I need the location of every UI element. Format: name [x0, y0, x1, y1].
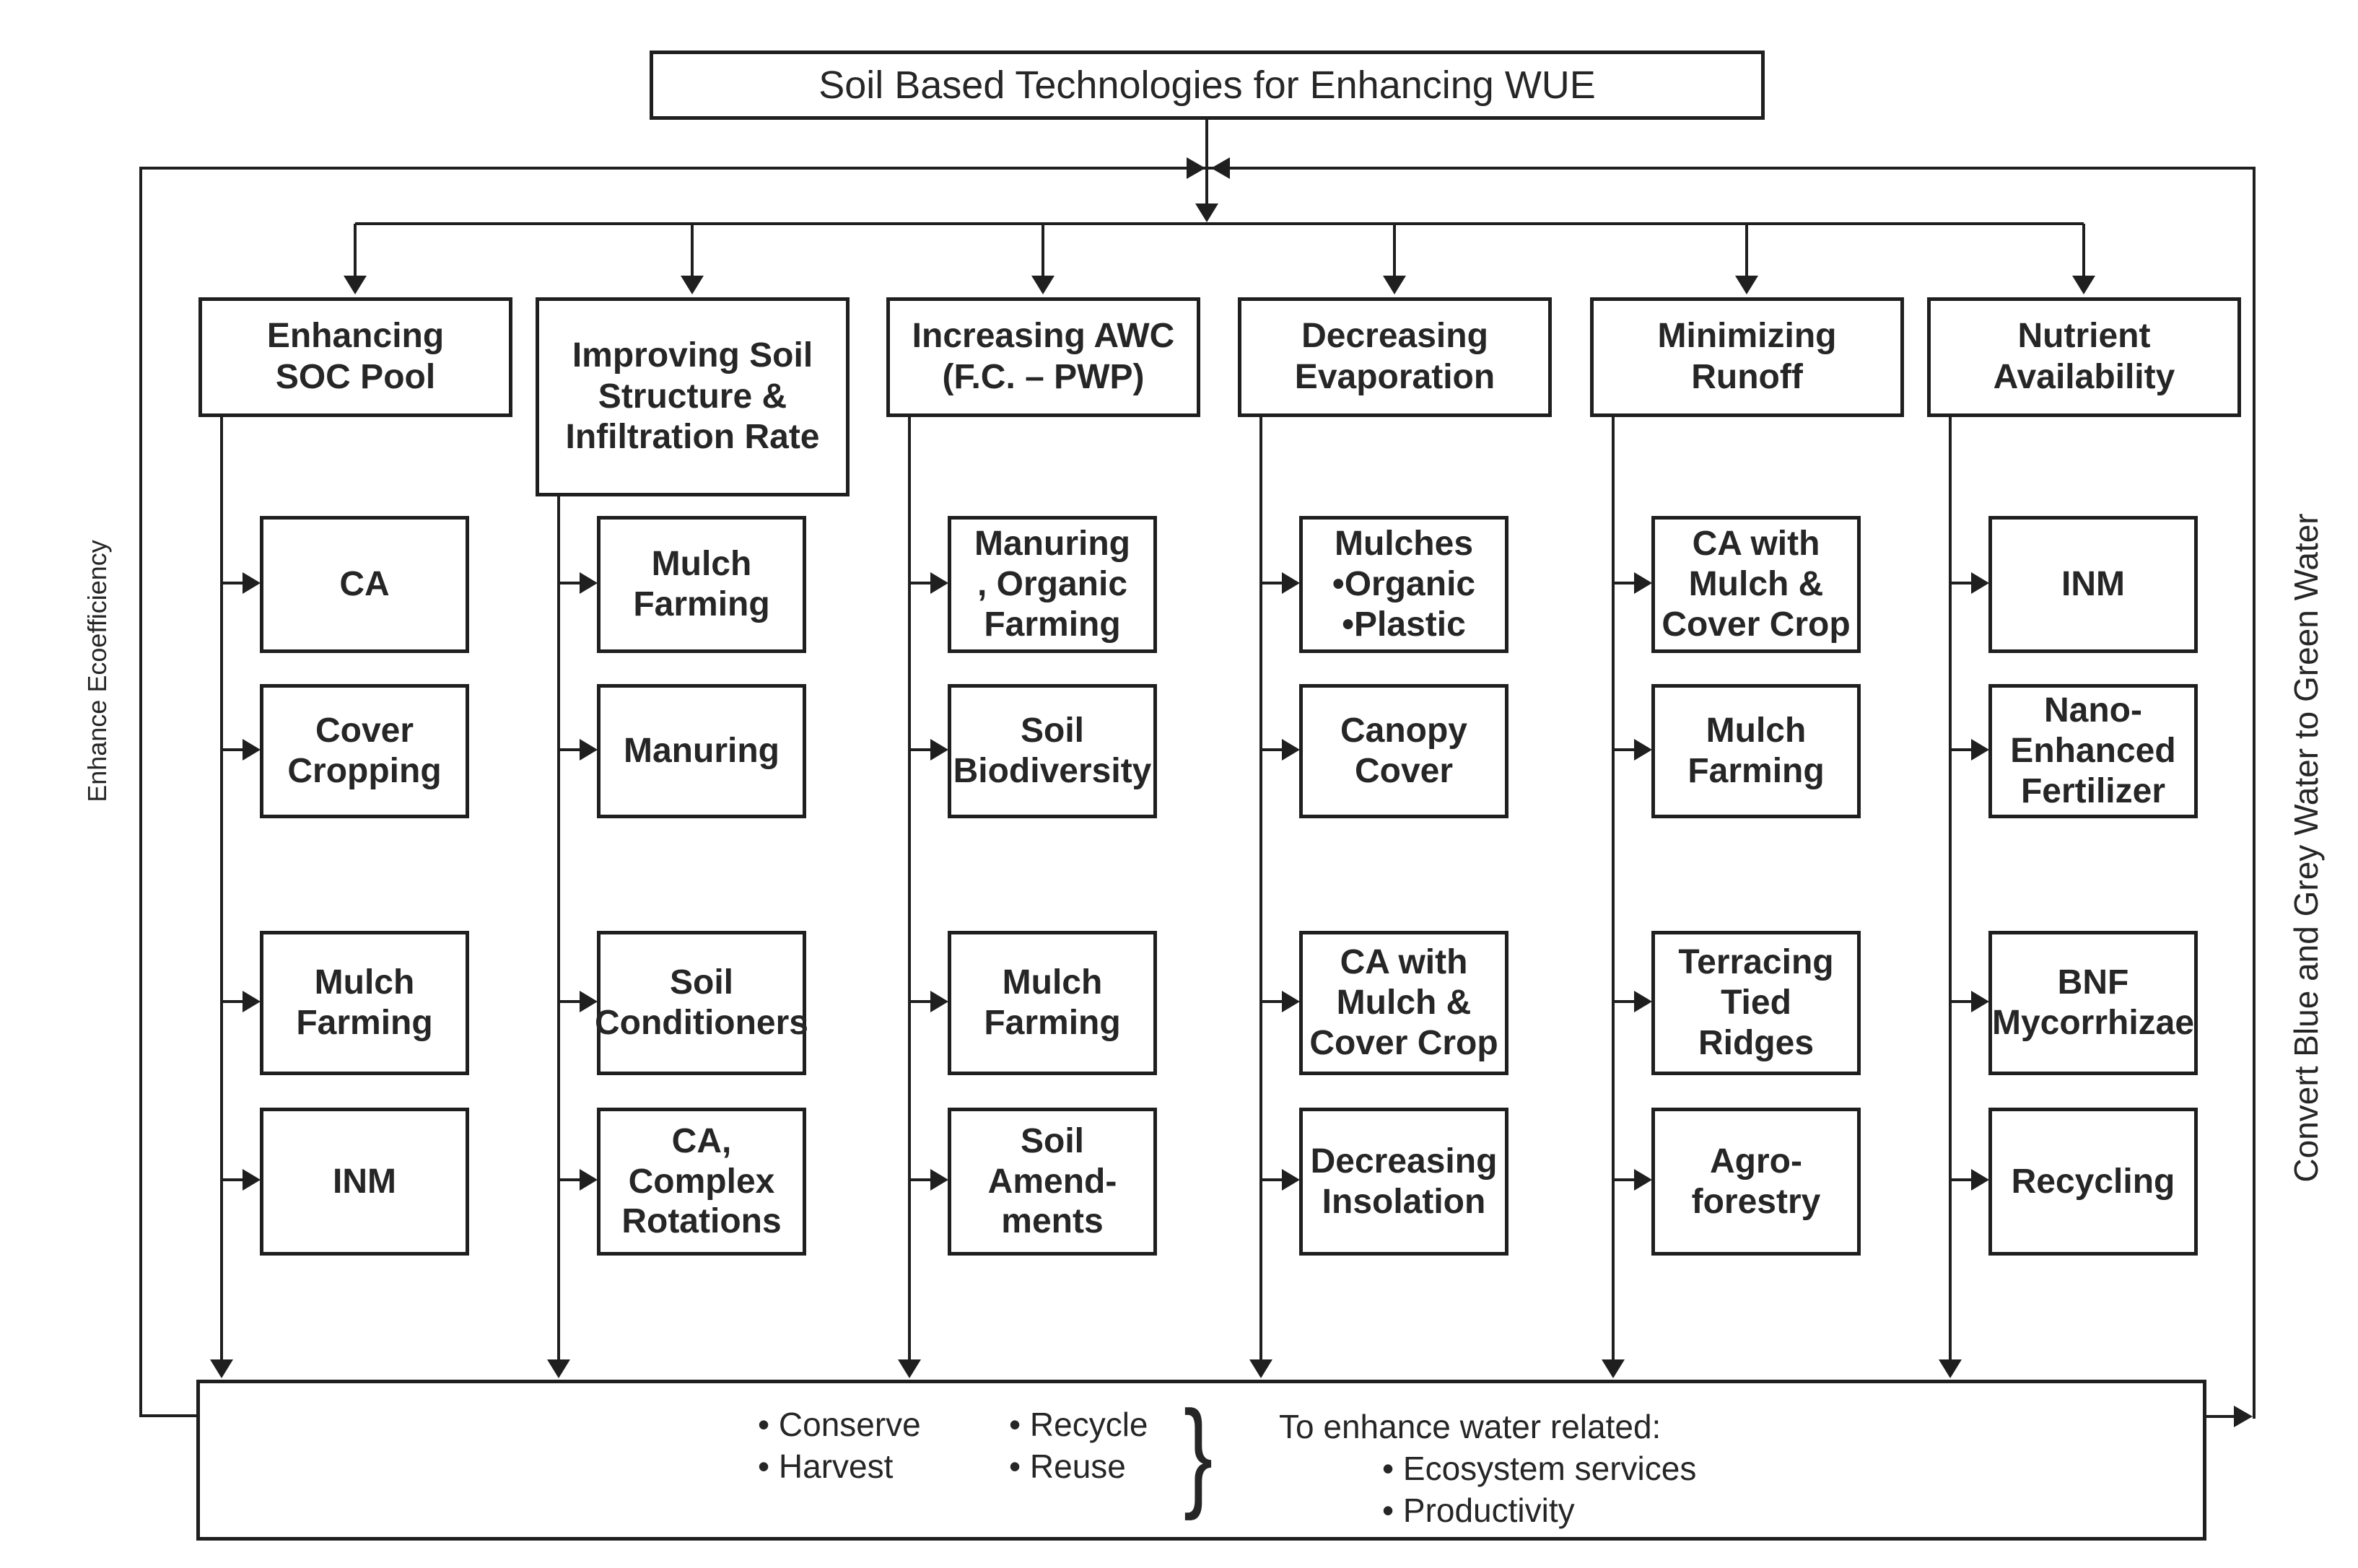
left-side-label: Enhance Ecoefficiency: [82, 540, 112, 802]
column-increasing-awc: Increasing AWC (F.C. – PWP) Manuring , O…: [886, 0, 1200, 1568]
node-c4-r3: CA with Mulch & Cover Crop: [1299, 931, 1508, 1075]
action-bullets-recycle-reuse: • Recycle • Reuse: [1009, 1406, 1148, 1485]
node-c1-r1: CA: [260, 516, 469, 653]
node-c2-r4: CA, Complex Rotations: [597, 1108, 806, 1256]
arrowhead-right-icon: [559, 991, 598, 1012]
outcome-bullets: • Ecosystem services • Productivity: [1382, 1450, 1697, 1529]
node-c5-r3: Terracing Tied Ridges: [1651, 931, 1861, 1075]
column-spine-line: [1939, 417, 1962, 1378]
arrowhead-right-icon: [222, 1169, 261, 1191]
arrowhead-down-icon: [1735, 224, 1758, 294]
node-c3-r1: Manuring , Organic Farming: [948, 516, 1157, 653]
water-management-summary-box: [196, 1380, 2206, 1541]
node-c3-r4: Soil Amend- ments: [948, 1108, 1157, 1256]
column-spine-line: [898, 417, 921, 1378]
node-c5-r1: CA with Mulch & Cover Crop: [1651, 516, 1861, 653]
node-c3-r3: Mulch Farming: [948, 931, 1157, 1075]
column-improving-soil-structure: Improving Soil Structure & Infiltration …: [536, 0, 850, 1568]
node-c6-r4: Recycling: [1988, 1108, 2198, 1256]
column-header: Increasing AWC (F.C. – PWP): [886, 297, 1200, 417]
node-c2-r2: Manuring: [597, 684, 806, 818]
arrowhead-down-icon: [681, 224, 704, 294]
arrowhead-right-icon: [909, 991, 948, 1012]
arrowhead-right-icon: [222, 572, 261, 594]
arrowhead-right-icon: [1613, 991, 1652, 1012]
arrowhead-right-icon: [1950, 991, 1989, 1012]
arrowhead-right-icon: [1261, 572, 1300, 594]
feedback-connector-left: [139, 1414, 199, 1417]
node-c4-r1: Mulches •Organic •Plastic: [1299, 516, 1508, 653]
arrowhead-down-icon: [2072, 224, 2095, 294]
arrowhead-down-icon: [1383, 224, 1406, 294]
column-header: Minimizing Runoff: [1590, 297, 1904, 417]
arrowhead-right-icon: [559, 1169, 598, 1191]
node-c5-r2: Mulch Farming: [1651, 684, 1861, 818]
title-box: Soil Based Technologies for Enhancing WU…: [650, 51, 1765, 120]
arrowhead-right-icon: [909, 739, 948, 761]
arrowhead-left-icon: [1211, 157, 1230, 179]
column-decreasing-evaporation: Decreasing Evaporation Mulches •Organic …: [1238, 0, 1552, 1568]
arrowhead-right-icon: [2234, 1406, 2253, 1427]
node-c1-r2: Cover Cropping: [260, 684, 469, 818]
column-spine-line: [1602, 417, 1625, 1378]
column-enhancing-soc-pool: Enhancing SOC Pool CA Cover Cropping Mul…: [198, 0, 512, 1568]
arrowhead-right-icon: [1187, 157, 1205, 179]
node-c3-r2: Soil Biodiversity: [948, 684, 1157, 818]
column-header: Decreasing Evaporation: [1238, 297, 1552, 417]
arrowhead-right-icon: [559, 572, 598, 594]
column-nutrient-availability: Nutrient Availability INM Nano- Enhanced…: [1927, 0, 2241, 1568]
arrowhead-right-icon: [1950, 572, 1989, 594]
arrowhead-right-icon: [909, 572, 948, 594]
arrowhead-right-icon: [909, 1169, 948, 1191]
node-c5-r4: Agro- forestry: [1651, 1108, 1861, 1256]
node-c4-r4: Decreasing Insolation: [1299, 1108, 1508, 1256]
node-c4-r2: Canopy Cover: [1299, 684, 1508, 818]
feedback-connector-right: [2206, 1415, 2237, 1418]
arrowhead-right-icon: [1613, 1169, 1652, 1191]
node-c6-r2: Nano- Enhanced Fertilizer: [1988, 684, 2198, 818]
outcome-heading: To enhance water related:: [1279, 1408, 1661, 1445]
title-connector-line: [1205, 117, 1208, 205]
action-bullets-conserve-harvest: • Conserve • Harvest: [758, 1406, 921, 1485]
arrowhead-down-icon: [1031, 224, 1054, 294]
arrowhead-right-icon: [559, 739, 598, 761]
arrowhead-right-icon: [1261, 739, 1300, 761]
arrowhead-right-icon: [1261, 1169, 1300, 1191]
column-minimizing-runoff: Minimizing Runoff CA with Mulch & Cover …: [1590, 0, 1904, 1568]
arrowhead-down-icon: [1195, 203, 1218, 222]
node-c2-r3: Soil Conditioners: [595, 931, 808, 1075]
node-c6-r1: INM: [1988, 516, 2198, 653]
column-header: Nutrient Availability: [1927, 297, 2241, 417]
arrowhead-right-icon: [1950, 1169, 1989, 1191]
arrowhead-right-icon: [1950, 739, 1989, 761]
arrowhead-right-icon: [1613, 572, 1652, 594]
column-spine-line: [547, 496, 570, 1378]
distribution-line: [355, 222, 2084, 225]
column-spine-line: [1249, 417, 1272, 1378]
arrowhead-right-icon: [1613, 739, 1652, 761]
arrowhead-right-icon: [222, 739, 261, 761]
right-side-label: Convert Blue and Grey Water to Green Wat…: [2287, 513, 2325, 1183]
node-c1-r4: INM: [260, 1108, 469, 1256]
node-c2-r1: Mulch Farming: [597, 516, 806, 653]
node-c1-r3: Mulch Farming: [260, 931, 469, 1075]
curly-brace-glyph: }: [1183, 1385, 1213, 1521]
arrowhead-right-icon: [1261, 991, 1300, 1012]
arrowhead-right-icon: [222, 991, 261, 1012]
feedback-line-left: [139, 167, 142, 1417]
arrowhead-down-icon: [344, 224, 367, 294]
column-header: Enhancing SOC Pool: [198, 297, 512, 417]
node-c6-r3: BNF Mycorrhizae: [1988, 931, 2198, 1075]
column-header: Improving Soil Structure & Infiltration …: [536, 297, 850, 496]
feedback-line-right: [2253, 167, 2256, 1419]
column-spine-line: [210, 417, 233, 1378]
